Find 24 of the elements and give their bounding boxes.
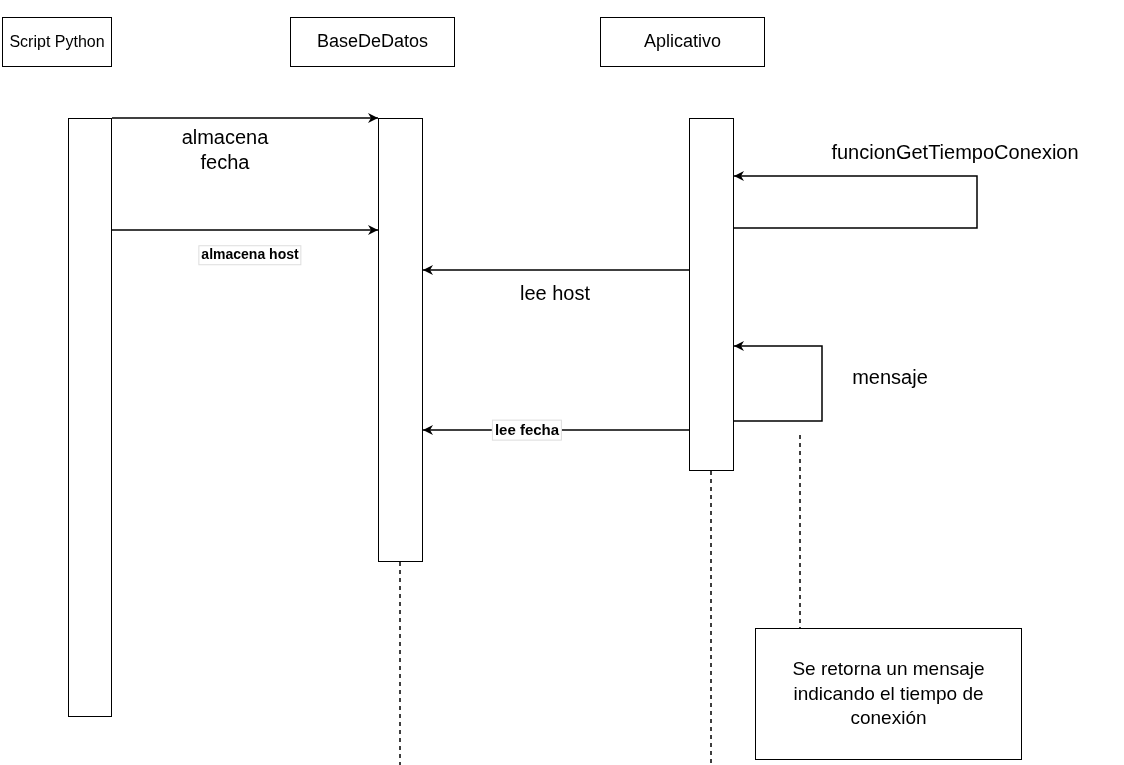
node-text: Aplicativo	[643, 30, 721, 54]
message-arrow	[111, 225, 379, 235]
message-arrow	[111, 113, 379, 123]
lifeline-header	[600, 17, 765, 67]
edge-label: lee host	[519, 280, 591, 306]
edge-label: mensaje	[852, 364, 928, 390]
activation-bar	[689, 118, 734, 471]
node-text: Script Python	[9, 31, 105, 52]
note-box	[755, 628, 1022, 760]
lifeline-header	[2, 17, 112, 67]
message-arrow	[733, 341, 823, 422]
node-text: BaseDeDatos	[316, 30, 429, 54]
message-arrow	[733, 171, 978, 229]
activation-bar	[68, 118, 112, 717]
edge-label: almacena fecha	[180, 125, 270, 175]
message-arrow	[422, 265, 690, 275]
dashed-line	[399, 561, 401, 765]
dashed-line	[710, 470, 712, 765]
edge-label: lee fecha	[491, 419, 563, 441]
lifeline-header	[290, 17, 455, 67]
edge-label: funcionGetTiempoConexion	[831, 139, 1079, 165]
node-text: Se retorna un mensaje indicando el tiempo de conexión	[791, 656, 986, 731]
activation-bar	[378, 118, 423, 562]
edge-label: almacena host	[198, 245, 302, 265]
